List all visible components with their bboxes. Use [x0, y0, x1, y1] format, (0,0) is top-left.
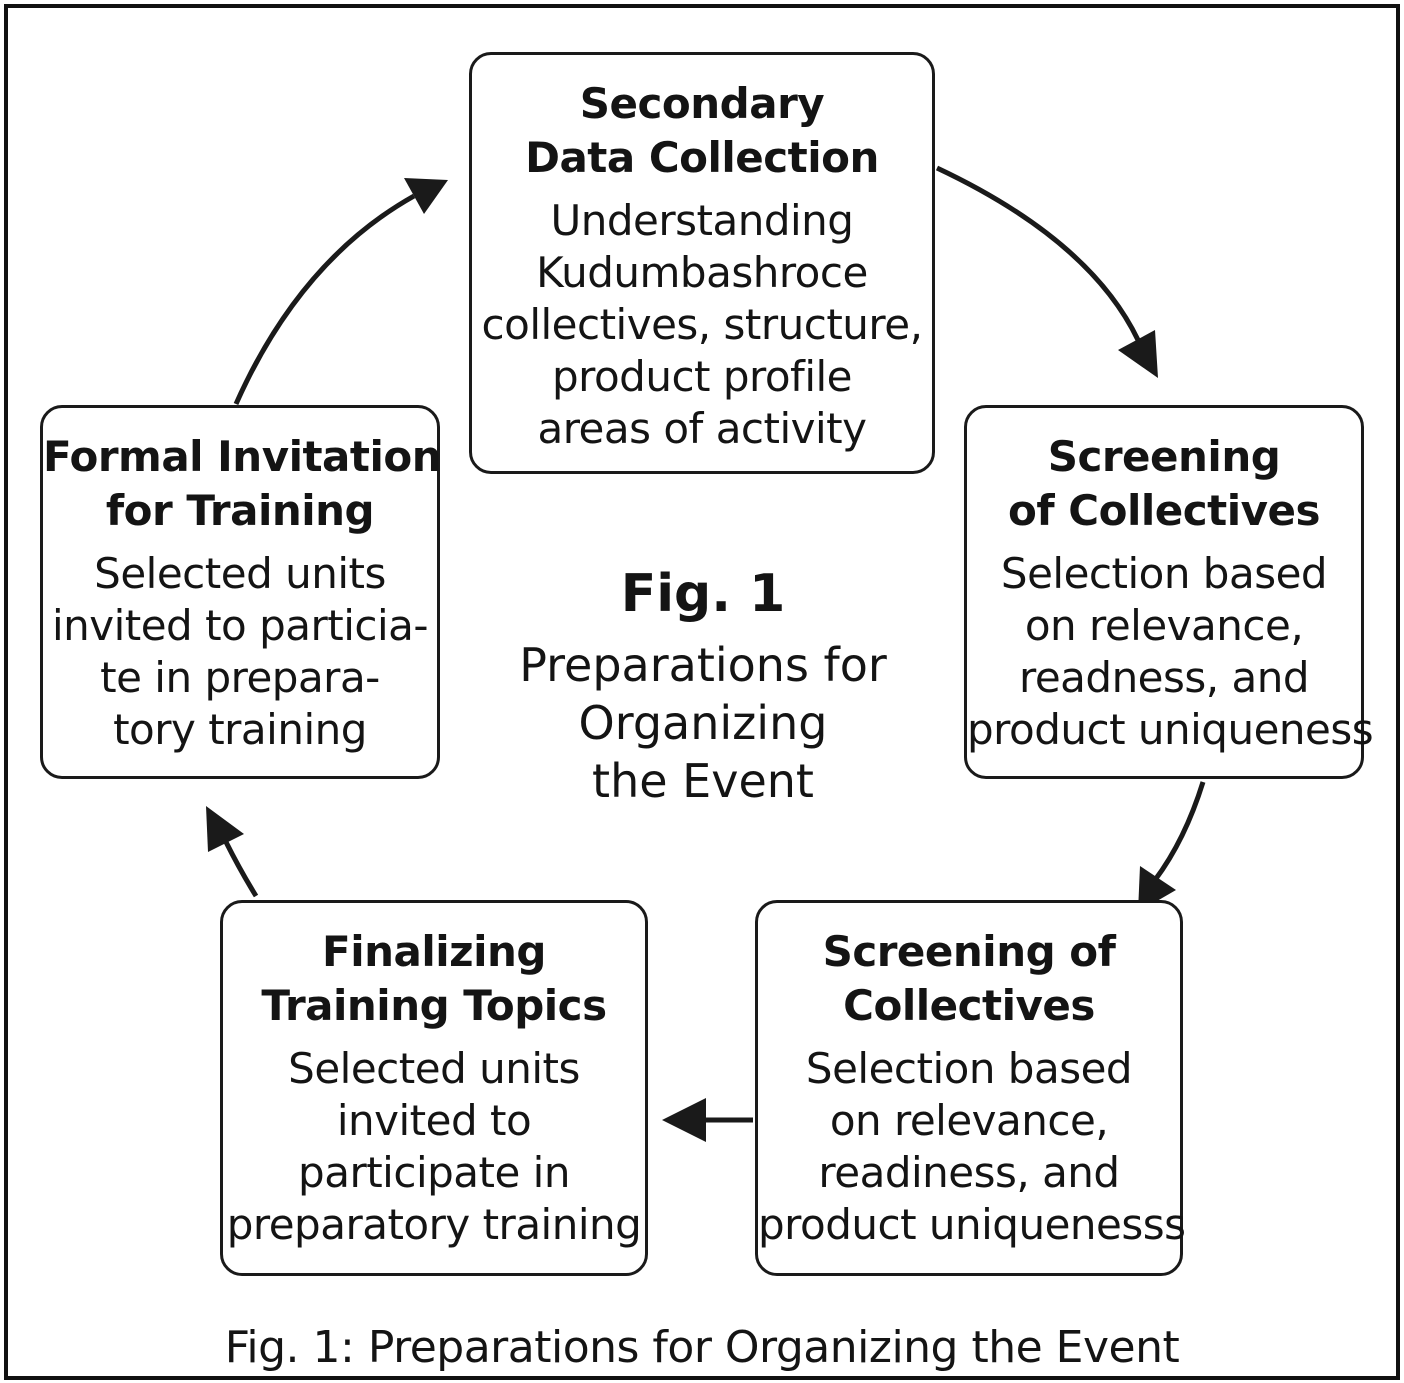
arrow-topics-to-invitation — [223, 840, 259, 898]
node-title: Screening of Collectives — [822, 927, 1116, 1030]
arrowhead-4 — [206, 806, 244, 852]
node-description: Selection based on relevance, readness, … — [967, 549, 1374, 754]
node-title: Finalizing Training Topics — [261, 927, 607, 1030]
arrowhead-5 — [404, 178, 448, 214]
figure-caption: Fig. 1: Preparations for Organizing the … — [224, 1322, 1180, 1373]
node-title: Formal Invitation for Training — [43, 432, 442, 535]
node-title: Screening of Collectives — [1008, 432, 1320, 535]
figure-center-title: Preparations for Organizing the Event — [519, 638, 887, 808]
node-description: Selection based on relevance, readiness,… — [758, 1044, 1186, 1249]
arrowhead-1 — [1118, 330, 1158, 378]
figure-number: Fig. 1 — [620, 564, 786, 624]
figure-frame — [4, 4, 1400, 1380]
node-description: Selected units invited to participate in… — [226, 1044, 642, 1249]
arrowhead-3 — [662, 1098, 706, 1142]
node-finalizing-training-topics: Finalizing Training Topics Selected unit… — [220, 900, 648, 1276]
node-title: Secondary Data Collection — [525, 79, 879, 182]
node-description: Selected units invited to particia- te i… — [51, 549, 429, 754]
center-figure-label: Fig. 1 Preparations for Organizing the E… — [480, 560, 926, 810]
node-formal-invitation-for-training: Formal Invitation for Training Selected … — [40, 405, 442, 779]
node-screening-of-collectives-2: Screening of Collectives Selection based… — [755, 900, 1186, 1276]
node-secondary-data-collection: Secondary Data Collection Understanding … — [469, 52, 935, 474]
arrow-invitation-to-data — [233, 193, 416, 406]
arrow-data-to-screening — [935, 165, 1141, 342]
arrow-screening-to-screening — [1152, 781, 1206, 882]
node-description: Understanding Kudumbashroce collectives,… — [481, 196, 923, 453]
node-screening-of-collectives-1: Screening of Collectives Selection based… — [964, 405, 1374, 779]
